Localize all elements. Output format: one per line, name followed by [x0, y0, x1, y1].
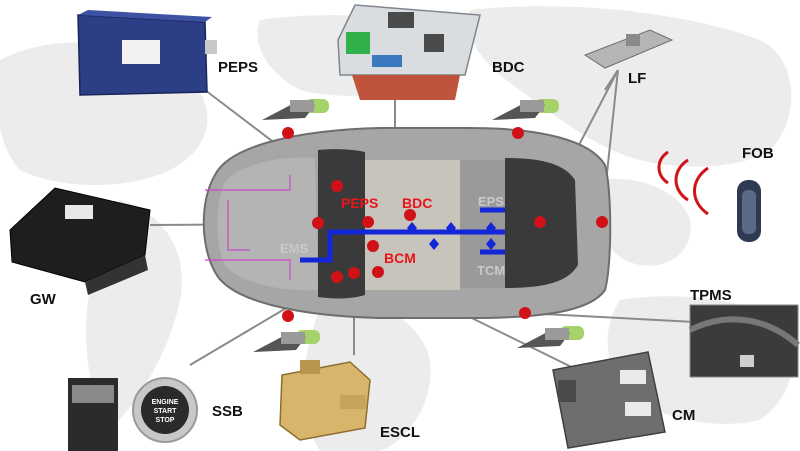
car-label-ems: EMS [280, 241, 309, 256]
node-peps-antenna [331, 180, 343, 192]
escl-image: ESCL [279, 360, 420, 441]
label-bdc-module: BDC [492, 59, 525, 76]
label-gw: GW [30, 291, 57, 308]
tpms-sensor-rl [492, 99, 559, 120]
harness-wires [205, 175, 291, 280]
ssb-text-line1: ENGINE [152, 399, 179, 406]
car-label-bdc: BDC [402, 195, 432, 211]
label-ssb: SSB [212, 403, 243, 420]
bus-diamond [407, 222, 417, 234]
bus-diamond [486, 238, 496, 250]
fob-image: FOB [657, 145, 774, 242]
bdc-module-image: BDC [337, 4, 525, 100]
in-car-labels: PEPS BDC BCM EMS EPS TCM [280, 194, 505, 278]
lf-antenna-image: LF [583, 29, 674, 87]
node-tpms-rr [519, 307, 531, 319]
node-escl [348, 267, 360, 279]
gw-module-image: GW [9, 187, 151, 308]
node-bdc [404, 209, 416, 221]
signal-wave-icon [657, 150, 669, 185]
line-tpms [524, 312, 696, 323]
car-hood [217, 157, 318, 291]
label-escl: ESCL [380, 424, 420, 441]
tpms-sensor-rr [517, 326, 584, 348]
node-gw [312, 217, 324, 229]
signal-wave-icon [693, 166, 709, 216]
label-cm: CM [672, 407, 695, 424]
node-tpms-fl [282, 127, 294, 139]
tpms-photo: TPMS [688, 287, 800, 378]
label-tpms: TPMS [690, 287, 732, 304]
node-lf-trunk [596, 216, 608, 228]
label-fob: FOB [742, 145, 774, 162]
cm-module-image: CM [552, 351, 695, 449]
bus-diamond [429, 238, 439, 250]
car-top-view [202, 127, 612, 319]
car-label-peps: PEPS [341, 195, 378, 211]
car-label-bcm: BCM [384, 250, 416, 266]
node-cm [372, 266, 384, 278]
can-bus-line [320, 229, 505, 263]
peps-module-image: PEPS [77, 10, 258, 96]
ecu-nodes [282, 127, 608, 322]
label-lf: LF [628, 70, 646, 87]
node-tpms-rl [512, 127, 524, 139]
label-peps-module: PEPS [218, 59, 258, 76]
tpms-sensor-fr [253, 330, 320, 352]
car-label-eps: EPS [478, 194, 504, 209]
signal-wave-icon [674, 158, 689, 202]
node-lf-rear [534, 216, 546, 228]
node-ssb [331, 271, 343, 283]
line-lf-3 [604, 69, 619, 91]
ssb-text-line2: START [154, 408, 178, 415]
can-bus [300, 207, 505, 263]
node-bcm [367, 240, 379, 252]
ssb-text-line3: STOP [156, 417, 175, 424]
car-label-tcm: TCM [477, 263, 505, 278]
tpms-sensor-fl [262, 99, 329, 120]
node-tpms-fr [282, 310, 294, 322]
node-peps [362, 216, 374, 228]
ssb-image: ENGINE START STOP SSB [68, 377, 243, 451]
bus-diamond [486, 222, 496, 234]
bus-diamond [446, 222, 456, 234]
rear-cabin [460, 160, 505, 288]
